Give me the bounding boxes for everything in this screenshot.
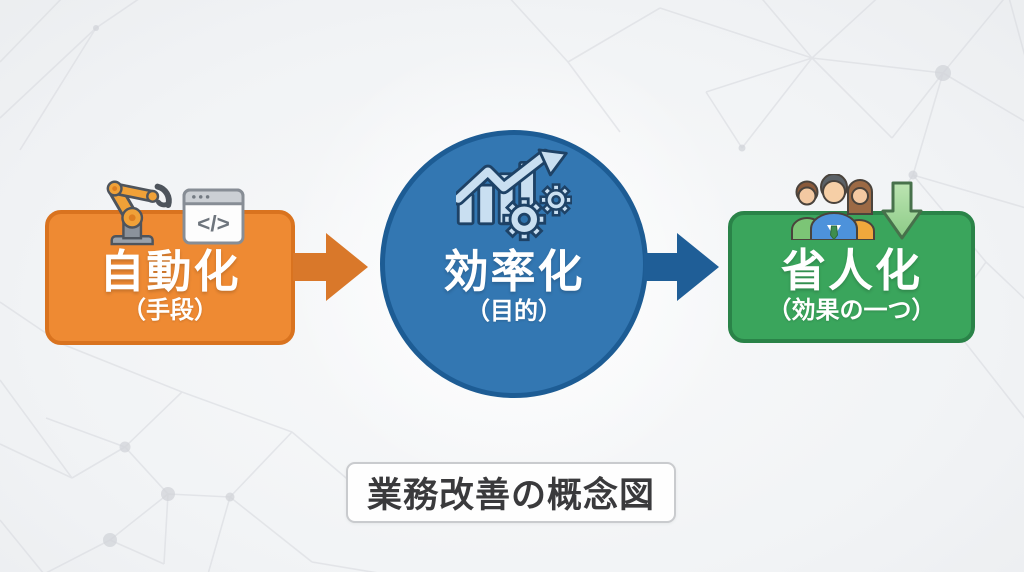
arrow-efficiency-to-labor-saving [644,233,719,301]
labor-saving-sublabel: （効果の一つ） [767,296,936,324]
growth-arrow-icon [456,148,568,206]
node-labor-saving: 省人化 （効果の一つ） [728,211,975,343]
code-symbol: </> [197,211,230,236]
gear-large-icon [502,197,547,242]
caption-text: 業務改善の概念図 [366,476,655,515]
diagram-caption: 業務改善の概念図 [346,462,676,523]
people-group-icon [791,174,875,240]
efficiency-sublabel: （目的） [466,297,562,325]
code-window-icon: </> [182,188,245,245]
decrease-arrow-icon [881,181,923,240]
automation-sublabel: （手段） [122,297,218,325]
efficiency-label: 効率化 [443,246,585,297]
automation-label: 自動化 [99,245,241,297]
arrow-automation-to-efficiency [293,233,368,301]
gear-small-icon [539,183,572,217]
node-efficiency: 効率化 （目的） [380,130,648,398]
growth-chart-gears-icon [456,148,572,242]
robot-arm-icon [106,180,172,246]
node-automation: 自動化 （手段） [45,210,295,345]
labor-saving-label: 省人化 [780,245,922,297]
